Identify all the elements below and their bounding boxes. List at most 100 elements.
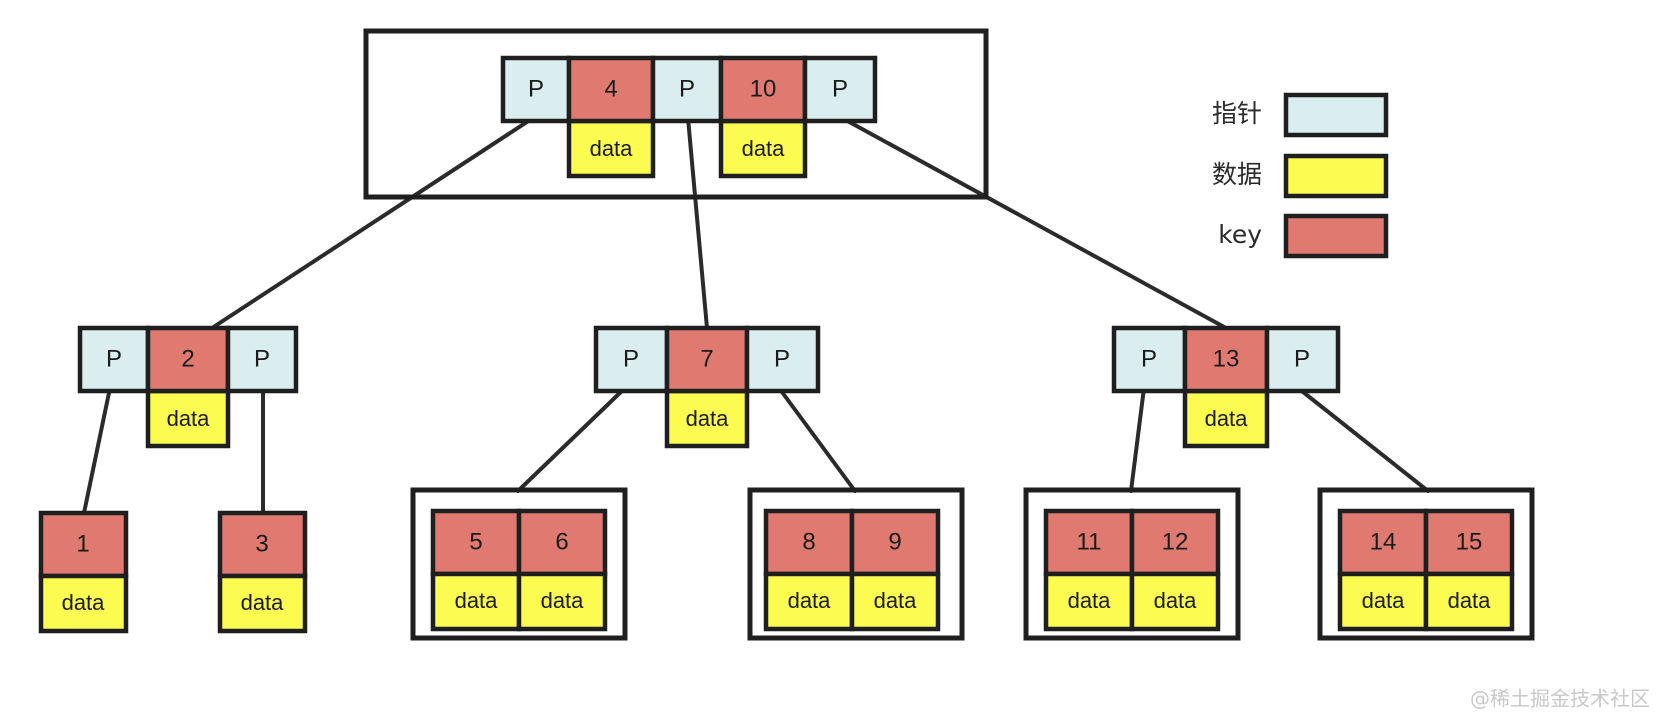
- node2-pointer-cell-0[interactable]: P: [77, 325, 151, 394]
- leaf1-data-label: data: [62, 590, 106, 615]
- root-data-cell-10: data: [718, 118, 808, 179]
- node13-pointer-cell-1[interactable]: P: [1264, 325, 1341, 394]
- internal-node-13[interactable]: data P 13 P: [1111, 325, 1341, 449]
- leaf1112-data-label-11: data: [1068, 588, 1112, 613]
- leaf1415-key-label-14: 14: [1370, 528, 1397, 555]
- node7-data-cell: data: [664, 388, 750, 449]
- leaf89-data-cell-8: [763, 571, 855, 632]
- leaf-8-9[interactable]: 8 9 data data: [747, 487, 965, 641]
- tree-edges: [82, 116, 1430, 515]
- leaf1415-data-label-15: data: [1448, 588, 1492, 613]
- root-key-cell-4[interactable]: 4: [566, 55, 656, 124]
- root-data-cell-4: data: [566, 118, 656, 179]
- root-container-box: [363, 28, 989, 200]
- leaf89-container-box: [747, 487, 965, 641]
- node7-data-label: data: [686, 406, 730, 431]
- root-pointer-cell-1[interactable]: P: [650, 55, 724, 124]
- root-pointer-label-1: P: [679, 75, 695, 102]
- leaf1112-data-label-12: data: [1154, 588, 1198, 613]
- leaf-3[interactable]: 3 data: [217, 510, 308, 634]
- node13-data-label: data: [1205, 406, 1249, 431]
- node13-pointer-label-0: P: [1141, 345, 1157, 372]
- root-data-label-4: data: [590, 136, 634, 161]
- edge-node13-to-leaf1415: [1296, 386, 1430, 493]
- internal-node-2[interactable]: data P 2 P: [77, 325, 299, 449]
- leaf89-key-cell-9[interactable]: [849, 508, 941, 577]
- leaf1-data-cell: [38, 573, 129, 634]
- legend-swatch-pointer: [1283, 92, 1389, 138]
- node2-key-label: 2: [181, 345, 194, 372]
- legend-label-pointer: 指针: [1212, 99, 1262, 128]
- leaf89-data-cell-9: [849, 571, 941, 632]
- node13-key-cell[interactable]: 13: [1182, 325, 1270, 394]
- node7-key-label: 7: [700, 345, 713, 372]
- leaf1112-data-cell-12: [1129, 571, 1221, 632]
- legend: 指针 数据 key: [1212, 92, 1389, 259]
- root-pointer-label-2: P: [832, 75, 848, 102]
- legend-swatch-key: [1283, 213, 1389, 259]
- legend-label-key: key: [1218, 220, 1262, 249]
- leaf56-data-label-6: data: [541, 588, 585, 613]
- root-pointer-cell-0[interactable]: P: [500, 55, 572, 124]
- leaf3-key-label: 3: [255, 530, 268, 557]
- edge-root-to-node13: [840, 116, 1228, 330]
- leaf56-container-box: [410, 487, 628, 641]
- node2-pointer-label-1: P: [254, 345, 270, 372]
- node7-pointer-label-1: P: [774, 345, 790, 372]
- node7-pointer-cell-1[interactable]: P: [744, 325, 821, 394]
- node7-key-cell[interactable]: 7: [664, 325, 750, 394]
- legend-label-data: 数据: [1212, 160, 1262, 189]
- node2-pointer-cell-1[interactable]: P: [225, 325, 299, 394]
- edge-node7-to-leaf89: [777, 386, 857, 493]
- node13-pointer-label-1: P: [1294, 345, 1310, 372]
- leaf56-data-label-5: data: [455, 588, 499, 613]
- root-key-label-10: 10: [750, 75, 777, 102]
- leaf1415-data-label-14: data: [1362, 588, 1406, 613]
- legend-item-pointer: 指针: [1212, 92, 1389, 138]
- legend-swatch-data: [1283, 153, 1389, 199]
- node13-data-cell: data: [1182, 388, 1270, 449]
- leaf-5-6[interactable]: 5 6 data data: [410, 487, 628, 641]
- leaf89-data-label-8: data: [788, 588, 832, 613]
- root-key-label-4: 4: [604, 75, 617, 102]
- leaf89-data-label-9: data: [874, 588, 918, 613]
- leaf1-key-cell[interactable]: [38, 510, 129, 579]
- root-data-label-10: data: [742, 136, 786, 161]
- edge-node2-to-leaf1: [82, 386, 112, 515]
- legend-item-data: 数据: [1212, 153, 1389, 199]
- watermark: @稀土掘金技术社区: [1470, 687, 1650, 711]
- internal-node-7[interactable]: data P 7 P: [593, 325, 821, 449]
- node7-pointer-cell-0[interactable]: P: [593, 325, 670, 394]
- edge-root-to-node7: [686, 116, 709, 330]
- node2-data-cell: data: [145, 388, 231, 449]
- edge-node13-to-leaf1112: [1129, 386, 1146, 493]
- leaf1415-key-label-15: 15: [1456, 528, 1483, 555]
- node2-data-label: data: [167, 406, 211, 431]
- leaf3-data-label: data: [241, 590, 285, 615]
- leaf1112-key-label-11: 11: [1077, 528, 1102, 555]
- root-key-cell-10[interactable]: 10: [718, 55, 808, 124]
- leaf-11-12[interactable]: 11 12 data data: [1023, 487, 1241, 641]
- edge-root-to-node2: [210, 116, 535, 330]
- leaf56-key-label-6: 6: [555, 528, 568, 555]
- leaf3-data-cell: [217, 573, 308, 634]
- leaf56-key-cell-6[interactable]: [516, 508, 608, 577]
- leaf1-key-label: 1: [76, 530, 89, 557]
- leaf1415-data-cell-15: [1423, 571, 1515, 632]
- node13-pointer-cell-0[interactable]: P: [1111, 325, 1188, 394]
- leaf1415-container-box: [1317, 487, 1535, 641]
- leaf89-key-label-9: 9: [888, 528, 901, 555]
- root-pointer-cell-2[interactable]: P: [802, 55, 878, 124]
- leaf-14-15[interactable]: 14 15 data data: [1317, 487, 1535, 641]
- leaf1112-data-cell-11: [1043, 571, 1135, 632]
- leaf89-key-label-8: 8: [802, 528, 815, 555]
- node2-key-cell[interactable]: 2: [145, 325, 231, 394]
- leaf-1[interactable]: 1 data: [38, 510, 129, 634]
- root-node[interactable]: data data P 4 P 10: [500, 55, 878, 179]
- node13-key-label: 13: [1213, 345, 1240, 372]
- leaf1112-container-box: [1023, 487, 1241, 641]
- root-pointer-label-0: P: [528, 75, 544, 102]
- leaf56-key-label-5: 5: [469, 528, 482, 555]
- node7-pointer-label-0: P: [623, 345, 639, 372]
